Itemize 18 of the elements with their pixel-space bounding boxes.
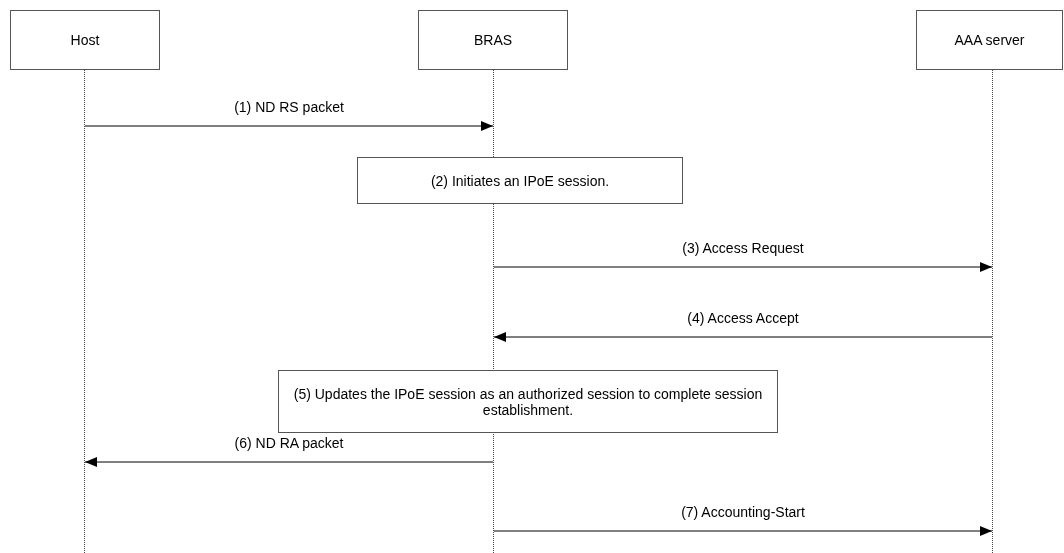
lifeline: [84, 70, 85, 553]
message-arrow: [84, 121, 494, 131]
participant-box: [418, 10, 568, 70]
process-box: [357, 157, 683, 204]
node-label: AAA server: [953, 31, 1026, 50]
lifeline: [493, 70, 494, 553]
participant-box: [916, 10, 1063, 70]
node-label: (2) Initiates an IPoE session.: [429, 171, 611, 191]
message-arrow: [493, 262, 993, 272]
node-label: BRAS: [472, 31, 514, 50]
lifeline: [992, 70, 993, 553]
message-arrow: [493, 526, 993, 536]
node-label: Host: [69, 31, 101, 50]
process-box: [278, 370, 778, 433]
message-arrow: [493, 332, 993, 342]
participant-box: [10, 10, 160, 70]
message-arrow: [84, 457, 494, 467]
node-label: (5) Updates the IPoE session as an authorized session to complete session establishment.: [292, 384, 764, 420]
